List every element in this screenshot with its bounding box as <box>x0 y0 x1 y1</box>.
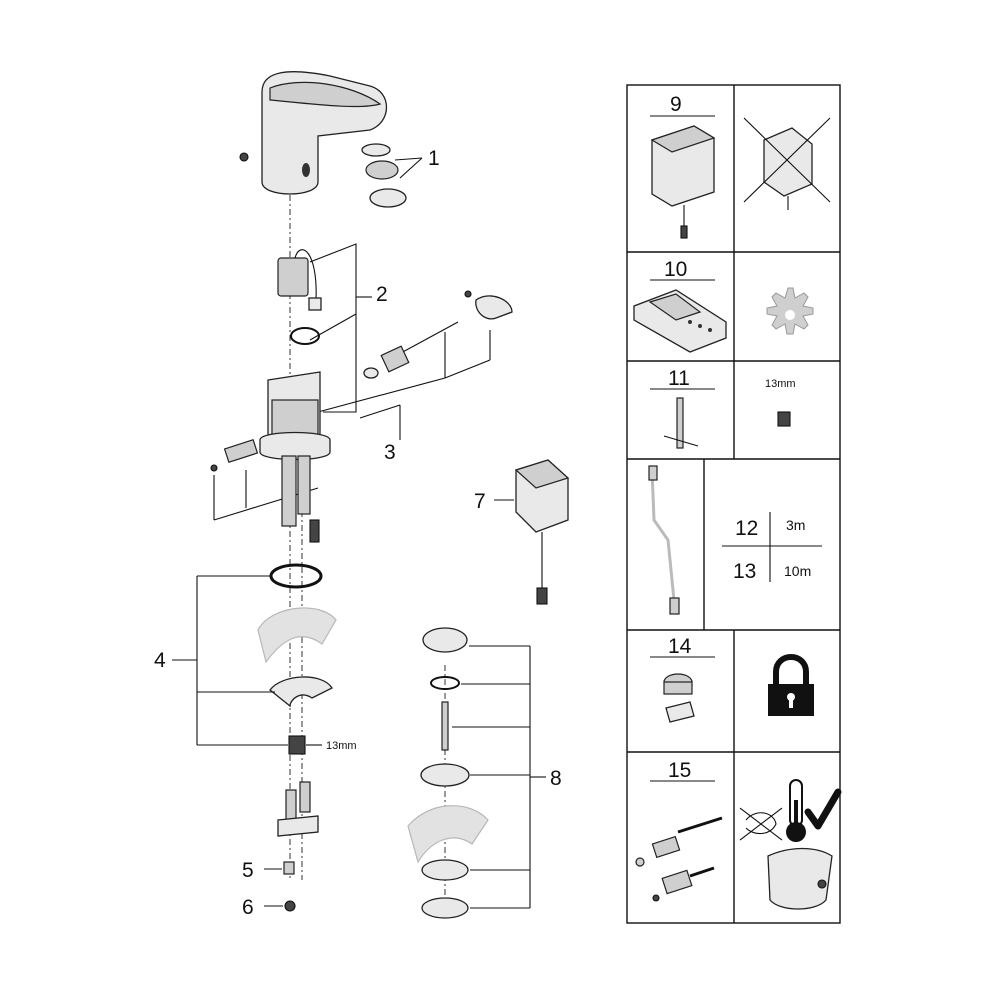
power-supply <box>494 459 570 605</box>
cable-length-table: 12 3m 13 10m <box>722 512 822 583</box>
panel-size-11: 13mm <box>765 378 796 390</box>
callout-3: 3 <box>384 441 396 464</box>
callout-7: 7 <box>474 490 486 513</box>
exploded-view: 1 2 3 4 5 6 7 8 13mm <box>154 71 570 919</box>
cell-9-crossed-adapter <box>743 117 831 210</box>
panel-length-13: 10m <box>784 563 811 579</box>
nut-size-label: 13mm <box>326 740 357 752</box>
cross-out-icon <box>743 117 831 203</box>
cell-15-cover <box>767 847 833 910</box>
panel-label-10: 10 <box>664 258 687 281</box>
cable-cell <box>648 465 680 615</box>
cell-10: 10 <box>633 258 727 353</box>
cell-11-nut: 13mm <box>765 378 796 427</box>
callout-1: 1 <box>428 147 440 170</box>
nipple-5 <box>283 861 295 875</box>
crossed-hand-icon <box>739 807 783 841</box>
mounting-set <box>172 563 337 755</box>
panel-label-14: 14 <box>668 635 692 658</box>
cell-11: 11 <box>650 367 715 449</box>
checkmark-icon <box>804 788 842 830</box>
cell-9: 9 <box>650 93 716 239</box>
callout-6: 6 <box>242 896 254 919</box>
panel-label-15: 15 <box>668 759 691 782</box>
screw-6 <box>284 900 296 912</box>
thermometer-icon <box>786 779 806 842</box>
sensor-electronics <box>277 243 372 413</box>
cell-14: 14 <box>650 635 715 723</box>
panel-label-12: 12 <box>735 517 758 540</box>
cell-15: 15 <box>635 759 723 902</box>
supply-hoses <box>277 781 319 837</box>
panel-length-12: 3m <box>786 517 805 533</box>
padlock-icon <box>768 654 814 716</box>
spare-parts-panel: 9 10 <box>626 84 842 924</box>
gear-icon <box>766 287 814 335</box>
waste-set <box>407 627 546 919</box>
mixer-body <box>210 371 331 543</box>
valve-parts <box>317 290 513 440</box>
callout-2: 2 <box>376 283 388 306</box>
panel-label-13: 13 <box>733 560 756 583</box>
aerator-set <box>361 143 423 208</box>
panel-label-9: 9 <box>670 93 682 116</box>
faucet-body <box>239 71 387 195</box>
callout-8: 8 <box>550 767 562 790</box>
panel-label-11: 11 <box>668 367 690 390</box>
callout-5: 5 <box>242 859 254 882</box>
callout-4: 4 <box>154 649 166 672</box>
